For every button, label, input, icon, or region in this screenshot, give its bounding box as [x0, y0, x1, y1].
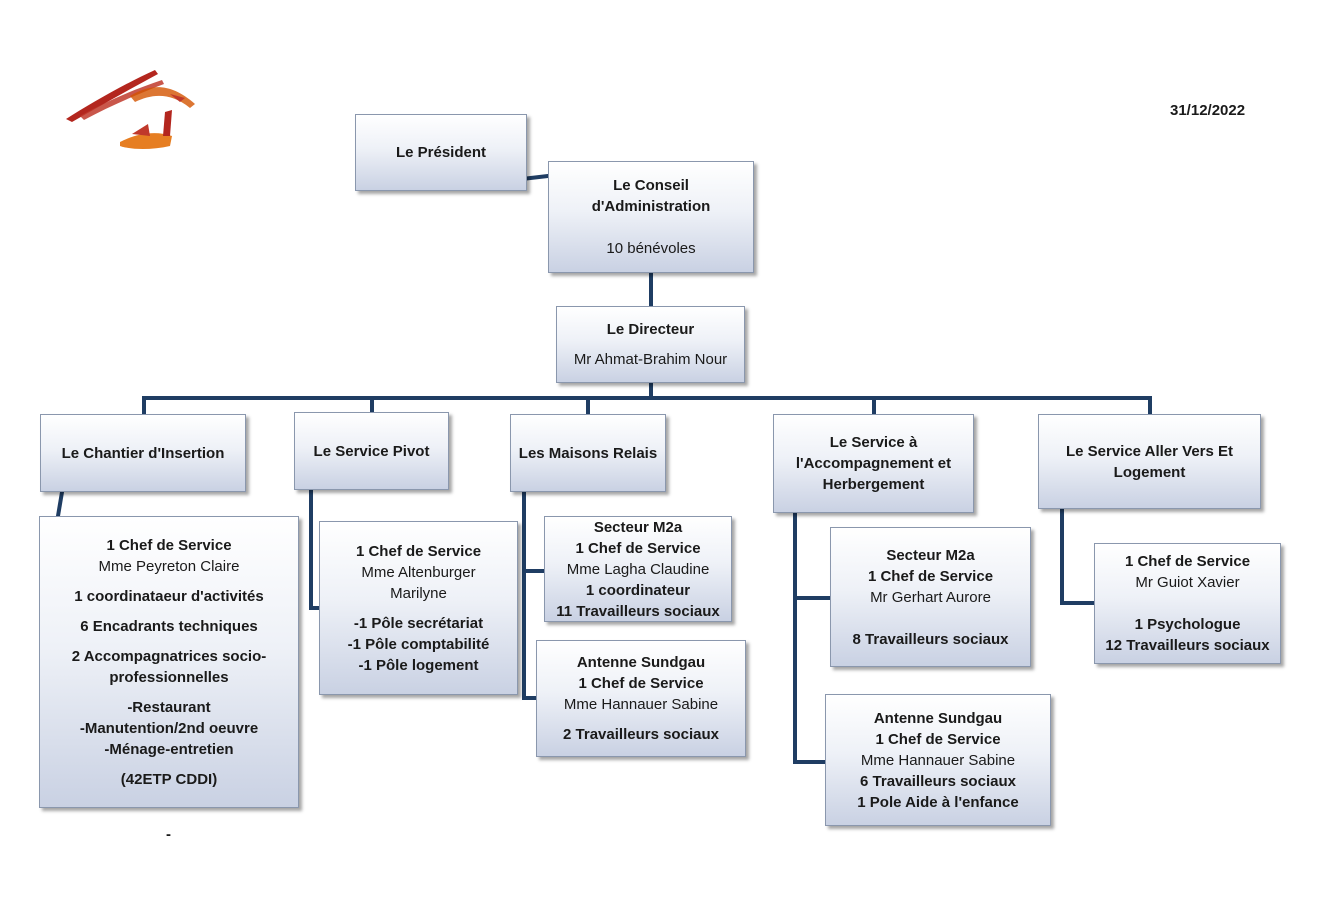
- accomp-m2a-ts: 8 Travailleurs sociaux: [852, 630, 1009, 648]
- aller-vers-title-1: Le Service Aller Vers Et: [1065, 442, 1234, 460]
- maisons-m2a-box: Secteur M2a 1 Chef de Service Mme Lagha …: [544, 516, 732, 622]
- chantier-encadrants: 6 Encadrants techniques: [80, 617, 258, 635]
- aller-vers-ts: 12 Travailleurs sociaux: [1105, 637, 1270, 654]
- accomp-sundgau-name: Mme Hannauer Sabine: [860, 751, 1016, 769]
- accomp-sundgau-pole: 1 Pole Aide à l'enfance: [857, 793, 1019, 811]
- aller-vers-name: Mr Guiot Xavier: [1135, 574, 1240, 591]
- conseil-title-2: d'Administration: [591, 198, 711, 215]
- directeur-title: Le Directeur: [606, 321, 695, 338]
- pivot-detail-box: 1 Chef de Service Mme Altenburger Marily…: [319, 521, 518, 695]
- accomp-m2a-box: Secteur M2a 1 Chef de Service Mr Gerhart…: [830, 527, 1031, 667]
- maisons-sundgau-chef: 1 Chef de Service: [578, 675, 704, 692]
- chantier-title: Le Chantier d'Insertion: [61, 444, 225, 462]
- accompagnement-box: Le Service à l'Accompagnement et Herberg…: [773, 414, 974, 513]
- accomp-m2a-name: Mr Gerhart Aurore: [870, 588, 991, 606]
- pivot-pole-3: -1 Pôle logement: [358, 656, 479, 674]
- pivot-name-2: Marilyne: [390, 584, 447, 602]
- aller-vers-chef: 1 Chef de Service: [1124, 553, 1251, 570]
- chantier-box: Le Chantier d'Insertion: [40, 414, 246, 492]
- aller-vers-psy: 1 Psychologue: [1134, 616, 1241, 633]
- maisons-sundgau-sector: Antenne Sundgau: [576, 654, 706, 671]
- accomp-sundgau-box: Antenne Sundgau 1 Chef de Service Mme Ha…: [825, 694, 1051, 826]
- maisons-m2a-chef: 1 Chef de Service: [575, 539, 701, 557]
- chantier-coord: 1 coordinataeur d'activités: [74, 587, 264, 605]
- accompagnement-title-3: Herbergement: [822, 476, 925, 493]
- chantier-chef: 1 Chef de Service: [106, 536, 232, 554]
- maisons-m2a-coord: 1 coordinateur: [585, 581, 691, 599]
- chantier-detail-box: 1 Chef de Service Mme Peyreton Claire 1 …: [39, 516, 299, 808]
- date-label: 31/12/2022: [1170, 102, 1246, 119]
- pivot-pole-2: -1 Pôle comptabilité: [347, 635, 490, 653]
- accomp-sundgau-ts: 6 Travailleurs sociaux: [860, 772, 1016, 790]
- pivot-title: Le Service Pivot: [313, 442, 430, 460]
- maisons-sundgau-name: Mme Hannauer Sabine: [563, 696, 719, 713]
- chantier-act-3: -Ménage-entretien: [104, 740, 234, 758]
- maisons-m2a-name: Mme Lagha Claudine: [566, 560, 710, 578]
- maisons-m2a-ts: 11 Travailleurs sociaux: [556, 602, 720, 620]
- chantier-accomp-1: 2 Accompagnatrices socio-: [71, 647, 267, 665]
- conseil-box: Le Conseil d'Administration 10 bénévoles: [548, 161, 754, 273]
- president-box: Le Président: [355, 114, 527, 191]
- directeur-box: Le Directeur Mr Ahmat-Brahim Nour: [556, 306, 745, 383]
- chantier-accomp-2: professionnelles: [109, 668, 229, 686]
- maisons-sundgau-ts: 2 Travailleurs sociaux: [563, 726, 719, 743]
- chantier-act-1: -Restaurant: [127, 698, 211, 716]
- pivot-name-1: Mme Altenburger: [361, 563, 476, 581]
- footer-dash: -: [166, 826, 171, 843]
- accompagnement-title-1: Le Service à: [829, 434, 918, 451]
- accomp-m2a-chef: 1 Chef de Service: [867, 567, 994, 585]
- pivot-pole-1: -1 Pôle secrétariat: [353, 614, 484, 632]
- accomp-sundgau-chef: 1 Chef de Service: [875, 730, 1001, 748]
- chantier-name: Mme Peyreton Claire: [98, 557, 240, 575]
- maisons-sundgau-box: Antenne Sundgau 1 Chef de Service Mme Ha…: [536, 640, 746, 757]
- maisons-title: Les Maisons Relais: [518, 444, 658, 462]
- aller-vers-detail-box: 1 Chef de Service Mr Guiot Xavier 1 Psyc…: [1094, 543, 1281, 664]
- aller-vers-box: Le Service Aller Vers Et Logement: [1038, 414, 1261, 509]
- pivot-chef: 1 Chef de Service: [355, 542, 482, 560]
- president-title: Le Président: [395, 144, 487, 161]
- accompagnement-title-2: l'Accompagnement et: [795, 455, 952, 472]
- directeur-name: Mr Ahmat-Brahim Nour: [573, 351, 728, 368]
- conseil-title-1: Le Conseil: [613, 177, 689, 194]
- organization-logo: [66, 70, 195, 149]
- aller-vers-title-2: Logement: [1113, 463, 1186, 481]
- maisons-box: Les Maisons Relais: [510, 414, 666, 492]
- chantier-etp: (42ETP CDDI): [120, 770, 218, 788]
- maisons-m2a-sector: Secteur M2a: [593, 518, 683, 536]
- pivot-box: Le Service Pivot: [294, 412, 449, 490]
- conseil-members: 10 bénévoles: [606, 240, 696, 257]
- accomp-sundgau-sector: Antenne Sundgau: [873, 709, 1003, 727]
- chantier-act-2: -Manutention/2nd oeuvre: [79, 719, 259, 737]
- accomp-m2a-sector: Secteur M2a: [886, 546, 975, 564]
